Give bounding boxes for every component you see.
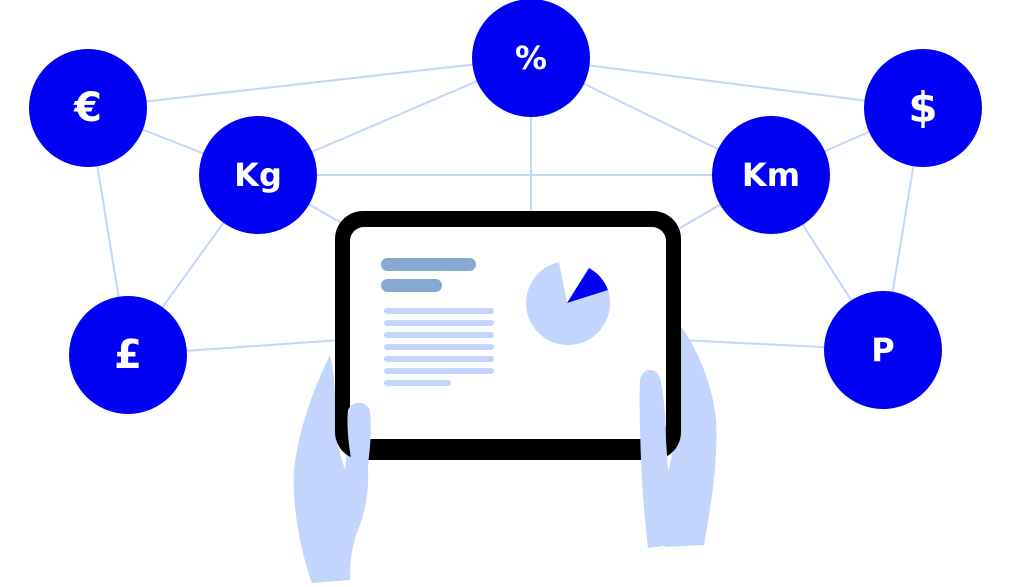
text-lines xyxy=(384,308,494,386)
left-thumb-icon xyxy=(347,402,371,475)
kg-label: Kg xyxy=(234,156,282,194)
node-dollar: $ xyxy=(864,49,982,167)
heading-bar-2 xyxy=(381,279,442,292)
tablet xyxy=(335,211,681,460)
node-km: Km xyxy=(712,116,830,234)
node-p: P xyxy=(824,291,942,409)
node-percent: % xyxy=(472,0,590,117)
euro-symbol: € xyxy=(74,85,102,131)
percent-symbol: % xyxy=(514,39,548,77)
p-label: P xyxy=(871,331,895,369)
km-label: Km xyxy=(741,156,801,194)
dollar-symbol: $ xyxy=(908,83,938,132)
right-hand-back-icon xyxy=(662,325,717,547)
pound-symbol: £ xyxy=(114,332,142,378)
heading-bar-1 xyxy=(381,258,476,271)
right-thumb-icon xyxy=(639,369,671,548)
pie-chart-icon xyxy=(526,262,611,346)
node-pound: £ xyxy=(69,296,187,414)
node-euro: € xyxy=(29,49,147,167)
left-hand-icon xyxy=(293,355,370,583)
node-kg: Kg xyxy=(199,116,317,234)
